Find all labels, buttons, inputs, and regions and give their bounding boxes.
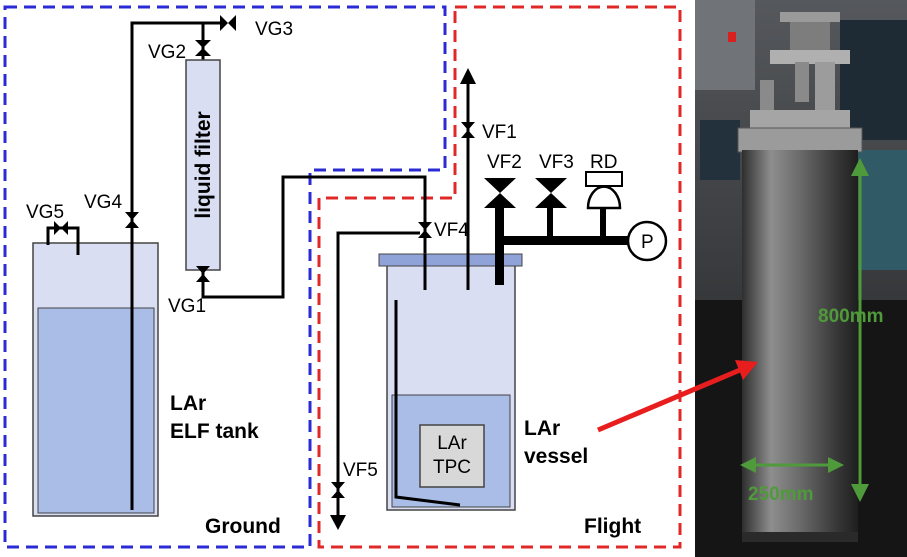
valve-vg5: [54, 221, 68, 235]
elf-tank: [32, 242, 159, 517]
valve-vg2: [195, 40, 211, 56]
lar-tpc: [419, 424, 485, 488]
label-vg4: VG4: [84, 192, 122, 213]
height-dimension: [851, 158, 869, 502]
label-vg2: VG2: [148, 42, 186, 63]
diameter-label: 250mm: [748, 484, 814, 505]
tank-label-2: ELF tank: [170, 420, 259, 443]
diameter-dimension: [740, 457, 844, 473]
tpc-label-1: LAr: [437, 433, 467, 454]
ground-region-border: [3, 5, 447, 549]
valve-vf1: [461, 122, 475, 138]
flight-piping: [336, 80, 470, 520]
label-pressure: P: [641, 232, 654, 253]
tpc-label-2: TPC: [433, 457, 471, 478]
vf-manifold: [495, 205, 628, 285]
label-vg5: VG5: [26, 202, 64, 223]
pressure-gauge: [626, 220, 668, 262]
pointer-arrow: [597, 360, 758, 433]
label-vf4: VF4: [434, 220, 469, 241]
valve-vf3: [535, 178, 567, 208]
lar-vessel: [378, 253, 523, 511]
valve-vg3: [220, 15, 236, 31]
label-vg1: VG1: [168, 296, 206, 317]
vessel-label-2: vessel: [524, 445, 588, 468]
cryostat-photo: [695, 0, 907, 557]
valve-vg4: [125, 212, 139, 228]
height-label: 800mm: [818, 306, 884, 327]
flight-region-border: [317, 5, 682, 549]
ground-piping: [46, 21, 427, 510]
valve-vf5: [331, 482, 345, 498]
label-vg3: VG3: [255, 19, 293, 40]
label-vf3: VF3: [539, 152, 574, 173]
valve-vf4: [418, 222, 432, 238]
liquid-filter: [185, 59, 221, 271]
ground-label: Ground: [205, 515, 281, 538]
label-vf2: VF2: [487, 152, 522, 173]
label-vf5: VF5: [343, 460, 378, 481]
filter-label: liquid filter: [192, 111, 215, 218]
valve-vg1: [196, 266, 210, 282]
vessel-label-1: LAr: [524, 417, 560, 440]
flight-label: Flight: [584, 515, 641, 538]
valve-vf2: [484, 178, 516, 208]
rupture-disc: [585, 171, 623, 210]
tank-label-1: LAr: [170, 392, 206, 415]
label-rd: RD: [590, 152, 617, 173]
label-vf1: VF1: [482, 122, 517, 143]
